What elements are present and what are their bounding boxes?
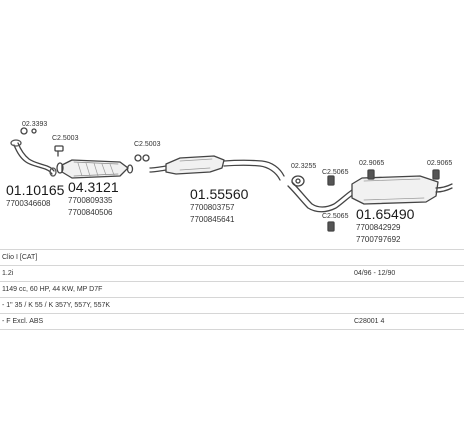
rear-silencer-drawing — [287, 175, 453, 213]
clamp-s4-drawing — [291, 175, 305, 187]
hanger-s8-drawing — [327, 221, 335, 232]
small-part-s3: C2.5003 — [134, 141, 161, 148]
small-part-s1: 02.3393 — [22, 121, 48, 128]
oem-p4-1: 7700797692 — [356, 235, 401, 244]
hanger-s6-drawing — [367, 169, 375, 180]
small-part-s4: 02.3255 — [291, 163, 317, 170]
hanger-s7-drawing — [432, 169, 440, 180]
oem-p3-0: 7700803757 — [190, 203, 235, 212]
small-part-s2: C2.5003 — [52, 135, 79, 142]
info-row-0-left: Clio I [CAT] — [2, 254, 38, 261]
info-row-1-left: 1.2i — [2, 270, 14, 277]
info-row-2-left: 1149 cc, 60 HP, 44 KW, MP D7F — [2, 286, 103, 293]
small-part-s5: C2.5065 — [322, 169, 349, 176]
info-row-4-left: - F Excl. ABS — [2, 318, 44, 325]
catalytic-converter-drawing — [56, 159, 134, 179]
info-row: - F Excl. ABS C28001 4 — [0, 313, 464, 330]
oem-p4-0: 7700842929 — [356, 223, 401, 232]
oem-p2-0: 7700809335 — [68, 196, 113, 205]
small-part-s8: C2.5065 — [322, 213, 349, 220]
oem-p3-1: 7700845641 — [190, 215, 235, 224]
part-number-p3: 01.55560 — [190, 186, 249, 202]
info-row-3-left: - 1" 35 / K 55 / K 357Y, 557Y, 557K — [2, 302, 111, 309]
info-row: Clio I [CAT] — [0, 249, 464, 265]
clamp-s1-drawing — [20, 127, 37, 135]
info-row: 1.2i 04/96 - 12/90 — [0, 265, 464, 281]
part-number-p1: 01.10165 — [6, 182, 65, 198]
oem-p1-0: 7700346608 — [6, 199, 51, 208]
info-row-1-right: 04/96 - 12/90 — [354, 270, 396, 277]
middle-silencer-drawing — [149, 155, 285, 181]
small-part-s7: 02.9065 — [427, 160, 453, 167]
part-number-p4: 01.65490 — [356, 206, 415, 222]
part-number-p2: 04.3121 — [68, 179, 119, 195]
clamp-s2-drawing — [54, 145, 64, 157]
info-row: 1149 cc, 60 HP, 44 KW, MP D7F — [0, 281, 464, 297]
small-part-s6: 02.9065 — [359, 160, 385, 167]
hanger-s5-drawing — [327, 175, 335, 186]
clamp-s3-drawing — [134, 154, 150, 162]
vehicle-info-table: Clio I [CAT] 1.2i 04/96 - 12/90 1149 cc,… — [0, 249, 464, 330]
info-row-4-right: C28001 4 — [354, 318, 385, 325]
exhaust-diagram — [10, 127, 453, 232]
info-row: - 1" 35 / K 55 / K 357Y, 557Y, 557K — [0, 297, 464, 313]
front-pipe-drawing — [10, 139, 57, 177]
oem-p2-1: 7700840506 — [68, 208, 113, 217]
